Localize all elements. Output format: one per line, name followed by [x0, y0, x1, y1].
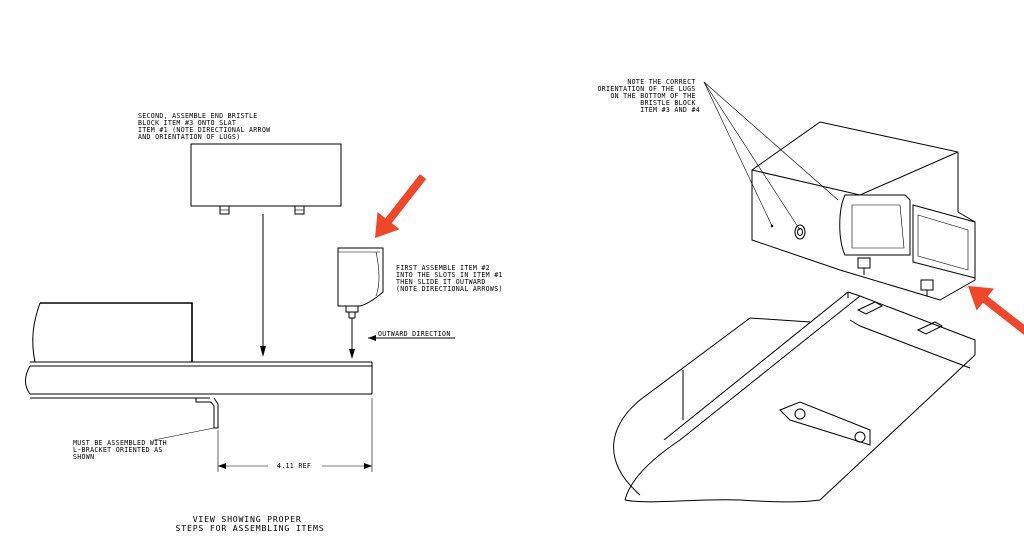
end-bristle-block — [190, 143, 342, 207]
red-arrow-icon — [375, 174, 427, 238]
dimension-line — [217, 398, 373, 472]
red-arrow-icon — [968, 286, 1024, 336]
note-first-step: FIRST ASSEMBLE ITEM #2 INTO THE SLOTS IN… — [396, 264, 507, 293]
dimension-label: 4.11 REF — [277, 462, 311, 470]
direction-arrowhead — [260, 346, 266, 357]
block-lugs — [219, 205, 305, 215]
note-l-bracket: MUST BE ASSEMBLED WITH L-BRACKET ORIENTE… — [73, 439, 171, 461]
lug-note-leaders — [703, 81, 839, 231]
note-outward-direction: OUTWARD DIRECTION — [378, 330, 451, 338]
left-view: SECOND, ASSEMBLE END BRISTLE BLOCK ITEM … — [25, 112, 507, 533]
view-title: VIEW SHOWING PROPER STEPS FOR ASSEMBLING… — [176, 514, 325, 533]
l-bracket-leader — [153, 427, 215, 441]
note-second-step: SECOND, ASSEMBLE END BRISTLE BLOCK ITEM … — [138, 112, 275, 141]
right-view: NOTE THE CORRECT ORIENTATION OF THE LUGS… — [598, 78, 1024, 503]
bristle-block-isometric — [751, 121, 976, 301]
item-2-block — [337, 247, 384, 359]
l-bracket — [195, 397, 219, 429]
slat-isometric — [613, 291, 976, 503]
outward-direction-arrow — [368, 335, 455, 341]
note-lug-orientation: NOTE THE CORRECT ORIENTATION OF THE LUGS… — [598, 78, 701, 114]
slat — [25, 302, 373, 399]
